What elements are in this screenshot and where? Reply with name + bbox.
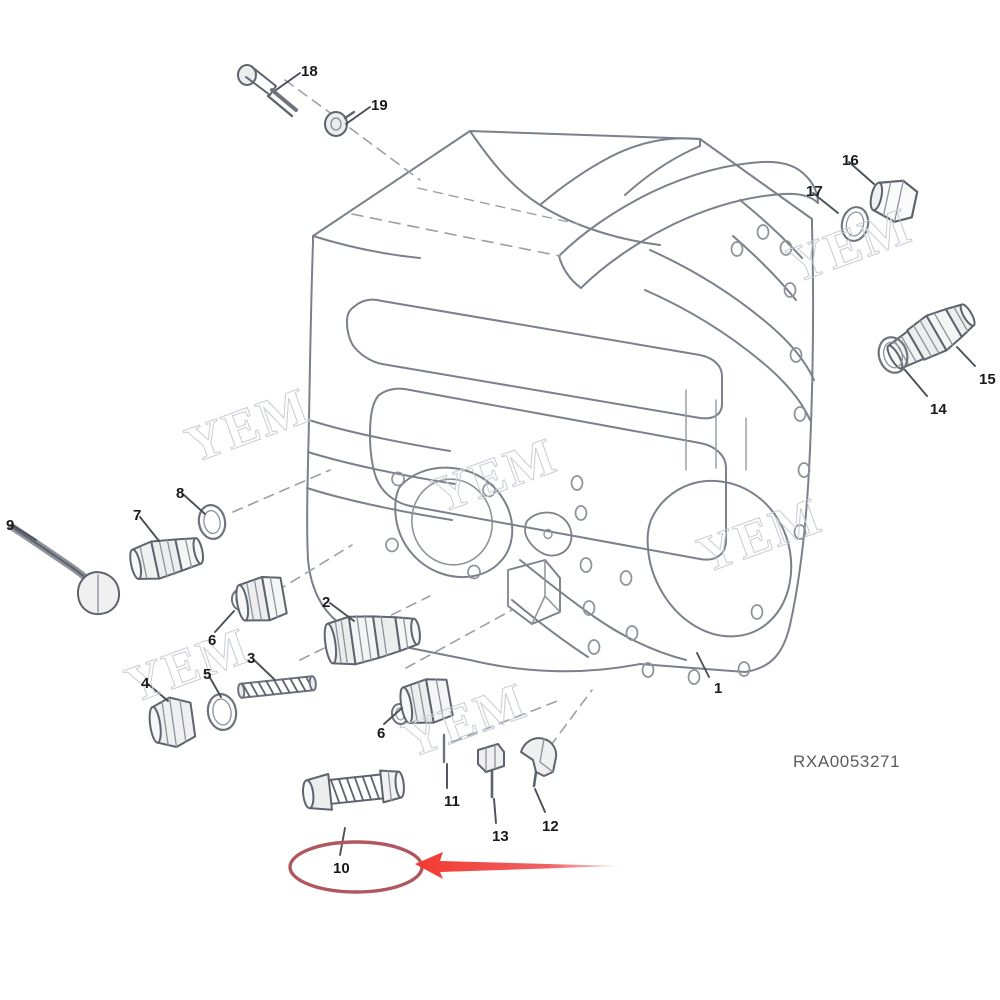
callout-label-3: 3: [247, 650, 256, 667]
lever-arm: [8, 523, 121, 616]
callout-label-6a: 6: [208, 632, 217, 649]
callout-label-10: 10: [333, 860, 350, 877]
shift-rail-detent-assembly: [302, 769, 405, 811]
washer-spacer: [324, 110, 356, 137]
callout-label-18: 18: [301, 63, 318, 80]
callout-label-8: 8: [176, 485, 185, 502]
washer-seal: [197, 504, 227, 540]
housing-main-case: [306, 130, 819, 685]
callout-label-14: 14: [930, 401, 947, 418]
callout-label-11: 11: [444, 793, 460, 810]
callout-label-7: 7: [133, 507, 142, 524]
bolt-flange: [477, 743, 505, 799]
callout-label-5: 5: [203, 666, 212, 683]
plug-body-lower: [399, 678, 454, 724]
callout-label-16: 16: [842, 152, 859, 169]
callout-label-13: 13: [492, 828, 509, 845]
callout-label-1: 1: [714, 680, 723, 697]
callout-label-12: 12: [542, 818, 559, 835]
plug-body-upper: [235, 575, 288, 622]
callout-label-15: 15: [979, 371, 996, 388]
shift-fork-bracket: [520, 737, 558, 788]
sensor-switch: [323, 614, 421, 666]
highlight-annotation: [288, 840, 620, 894]
callout-leaders: [13, 72, 976, 856]
bolt-long: [237, 64, 298, 118]
plug-hex-large: [866, 173, 920, 227]
valve-assembly: [886, 303, 976, 370]
callout-label-19: 19: [371, 97, 388, 114]
o-ring-seal-17: [837, 203, 873, 245]
callout-label-6b: 6: [377, 725, 386, 742]
o-ring-seal-14: [877, 336, 909, 374]
plug-hex-4: [148, 696, 197, 749]
callout-label-17: 17: [806, 183, 823, 200]
spring-pin: [237, 675, 317, 699]
o-ring-seal-5: [206, 693, 238, 731]
callout-label-4: 4: [141, 675, 150, 692]
highlight-ellipse: [288, 840, 424, 894]
callout-label-9: 9: [6, 517, 15, 534]
callout-label-2: 2: [322, 594, 331, 611]
drawing-part-number: RXA0053271: [793, 752, 901, 771]
fitting-adapter: [129, 537, 205, 580]
highlight-arrow: [415, 852, 620, 879]
assembly-dashed-lines: [232, 79, 593, 761]
